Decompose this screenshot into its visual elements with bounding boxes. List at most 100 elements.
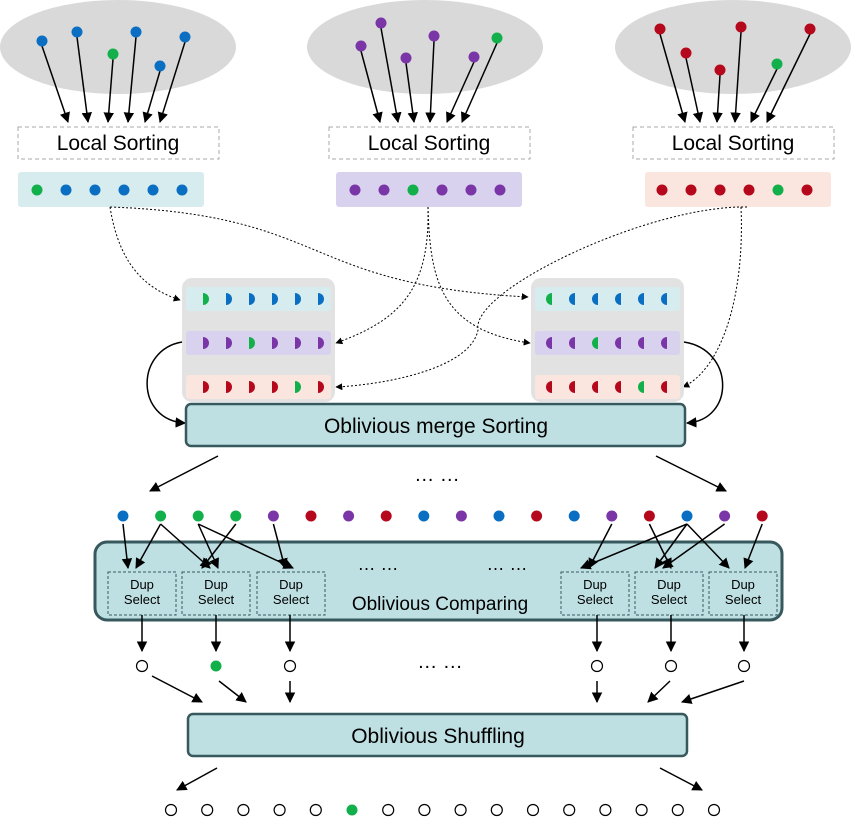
half-point (592, 293, 598, 305)
dup-input-arrow (588, 523, 613, 569)
local-sorting-box-1: Local Sorting (17, 126, 220, 160)
cloud-arrow (405, 62, 418, 124)
merged-point (606, 510, 618, 522)
cloud-arrow (730, 31, 742, 124)
dup-select-label: Select (725, 592, 762, 607)
dup-select-input-arrows (121, 523, 763, 570)
dup-input-arrow (654, 523, 688, 569)
oblivious-comparing-box: Oblivious Comparing … … … … (93, 540, 784, 622)
half-point (592, 337, 598, 349)
merged-point (531, 510, 543, 522)
source-cloud-3 (615, 0, 851, 94)
half-point (546, 381, 552, 393)
half-point (203, 337, 209, 349)
final-point (418, 803, 431, 817)
cloud-arrow (103, 58, 114, 124)
half-point (569, 293, 575, 305)
final-point (201, 803, 214, 817)
data-point (428, 30, 440, 42)
oblivious-merge-sorting-box: Oblivious merge Sorting (184, 402, 687, 448)
final-point (599, 803, 612, 817)
merged-point (756, 510, 768, 522)
half-point (295, 293, 301, 305)
shuffling-label: Oblivious Shuffling (351, 725, 525, 748)
dup-input-arrow (201, 523, 237, 569)
half-point (272, 337, 278, 349)
sorted-point (407, 184, 419, 196)
data-point (71, 26, 83, 38)
cloud-arrow (685, 57, 704, 124)
final-point (490, 803, 503, 817)
sorted-point (147, 184, 159, 196)
sorted-point (801, 184, 813, 196)
merge-rows (186, 287, 680, 399)
local-sorting-label: Local Sorting (672, 132, 795, 155)
half-point (546, 337, 552, 349)
half-point (569, 337, 575, 349)
cloud-arrow (446, 61, 475, 123)
half-point (615, 293, 621, 305)
oblivious-shuffling-box: Oblivious Shuffling (186, 712, 689, 758)
output-ellipsis: … … (417, 651, 463, 673)
dup-input-arrow (135, 523, 162, 569)
final-point (237, 803, 250, 817)
merged-point (380, 510, 392, 522)
cloud-arrow (380, 27, 402, 124)
sorted-band-blue (18, 172, 204, 207)
source-cloud-1 (0, 0, 236, 94)
comparing-ellipsis-left: … … (357, 554, 398, 574)
data-point (400, 52, 412, 64)
cloud-arrow (360, 50, 383, 124)
cloud-arrow (766, 33, 811, 123)
sorted-dots (31, 184, 813, 196)
sorted-point (31, 184, 43, 196)
dup-input-arrow (686, 523, 730, 569)
sorted-point (685, 184, 697, 196)
cloud-arrow (659, 33, 688, 124)
cloud-arrow (157, 41, 186, 124)
half-point (569, 381, 575, 393)
dup-select-label: Dup (130, 577, 154, 592)
dup-input-arrow (197, 523, 219, 569)
merge-row-band (535, 287, 680, 311)
cloud-arrow (461, 42, 498, 123)
half-point (249, 381, 255, 393)
half-point (638, 293, 644, 305)
dup-output-point (737, 659, 751, 673)
data-point (154, 60, 166, 72)
sorted-point (118, 184, 130, 196)
final-point (707, 803, 721, 817)
final-point (671, 803, 684, 817)
dup-input-arrow (662, 523, 726, 569)
half-point (615, 381, 621, 393)
half-point (661, 337, 667, 349)
data-point (375, 17, 387, 29)
data-point (130, 26, 142, 38)
half-point (295, 381, 301, 393)
merge-sorting-label: Oblivious merge Sorting (324, 415, 548, 438)
cloud-arrow (425, 40, 436, 124)
half-point (638, 337, 644, 349)
half-point (546, 293, 552, 305)
dup-select-label: Dup (731, 577, 755, 592)
source-cloud-2 (307, 0, 543, 94)
sorted-point (60, 184, 72, 196)
cloud-arrow (123, 36, 137, 124)
dup-input-arrow (743, 523, 763, 569)
final-point (526, 803, 540, 817)
dup-select-label: Select (198, 592, 235, 607)
half-point (272, 381, 278, 393)
merged-point (192, 510, 204, 522)
cloud-arrows (41, 27, 811, 124)
merged-point (643, 510, 655, 522)
merge-row-band (186, 287, 331, 311)
sorted-band-purple (336, 172, 522, 207)
sorted-point (714, 184, 726, 196)
merge-row-band (186, 331, 331, 355)
final-point (309, 803, 322, 817)
merge-output-arrows (149, 455, 727, 492)
sorted-point (349, 184, 361, 196)
merge-row-band (186, 375, 331, 399)
